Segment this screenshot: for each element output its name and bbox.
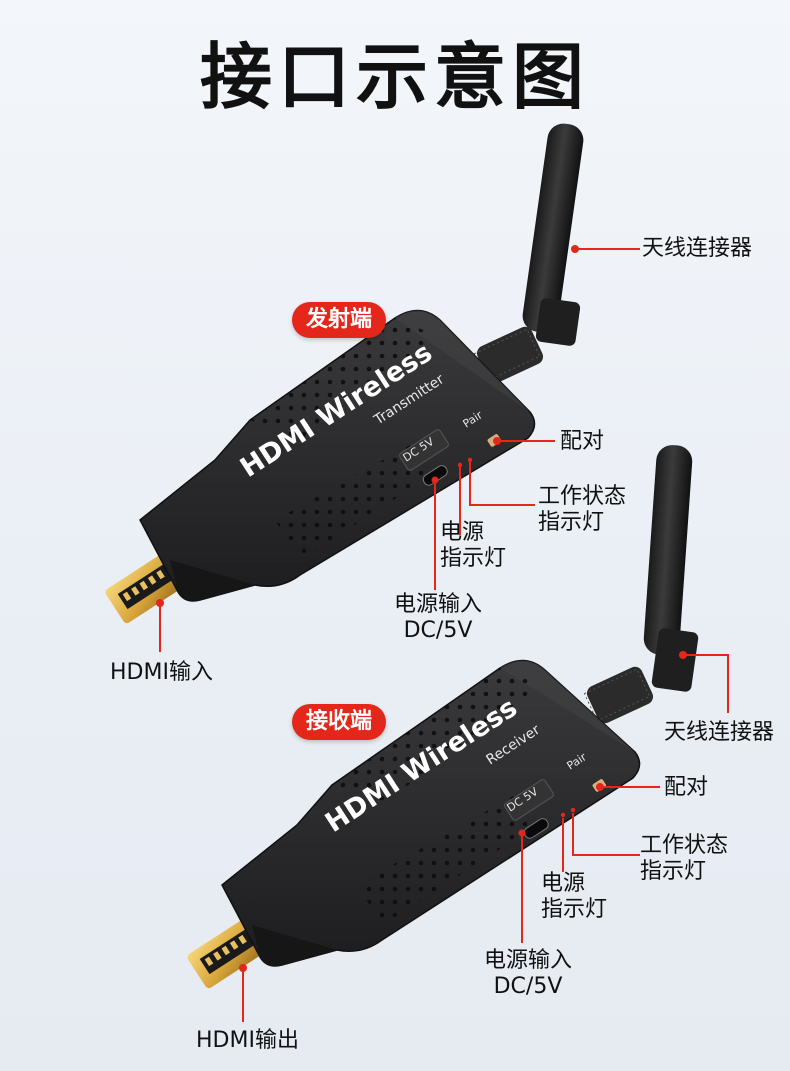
receiver-status-led-label: 工作状态 指示灯 [640,833,728,885]
transmitter-power-input-line2: DC/5V [403,618,473,643]
transmitter-power-led [457,462,463,468]
receiver-hdmi-label: HDMI输出 [196,1028,299,1053]
receiver-pair-callout: 配对 [664,775,709,800]
receiver-power-led-line2: 指示灯 [541,897,608,922]
transmitter-badge: 发射端 [292,302,387,338]
transmitter-hdmi-label: HDMI输入 [110,660,213,685]
transmitter-antenna-label: 天线连接器 [642,236,753,261]
receiver-power-led [560,812,566,818]
receiver-badge: 接收端 [292,704,387,740]
receiver-power-input-line1: 电源输入 [483,948,572,973]
receiver-antenna-label: 天线连接器 [664,720,775,745]
receiver-callouts [242,654,729,1022]
transmitter-power-led-line2: 指示灯 [440,546,507,571]
receiver-status-led-line2: 指示灯 [640,859,707,884]
transmitter-power-input-line1: 电源输入 [393,592,482,617]
page-title: 接口示意图 [199,35,590,119]
receiver-power-input-line2: DC/5V [493,974,563,999]
receiver-power-led-line1: 电源 [541,871,586,896]
receiver-status-led-line1: 工作状态 [640,833,729,858]
transmitter-device: HDMI Wireless Transmitter DC 5V Pair [105,123,640,652]
receiver-power-led-label: 电源 指示灯 [541,871,607,923]
receiver-power-input-label: 电源输入 DC/5V [478,948,578,1000]
transmitter-antenna [473,123,584,384]
transmitter-power-led-line1: 电源 [440,520,485,545]
transmitter-status-led [467,457,473,463]
receiver-status-led [570,807,576,813]
transmitter-status-led-label: 工作状态 指示灯 [538,484,626,536]
transmitter-status-led-line1: 工作状态 [538,484,627,509]
transmitter-status-led-line2: 指示灯 [538,510,605,535]
transmitter-callouts [159,248,640,652]
transmitter-power-led-label: 电源 指示灯 [440,520,506,572]
transmitter-pair-callout: 配对 [560,429,605,454]
transmitter-power-input-label: 电源输入 DC/5V [388,592,488,644]
receiver-antenna [583,445,699,724]
receiver-dc-port [523,818,549,839]
